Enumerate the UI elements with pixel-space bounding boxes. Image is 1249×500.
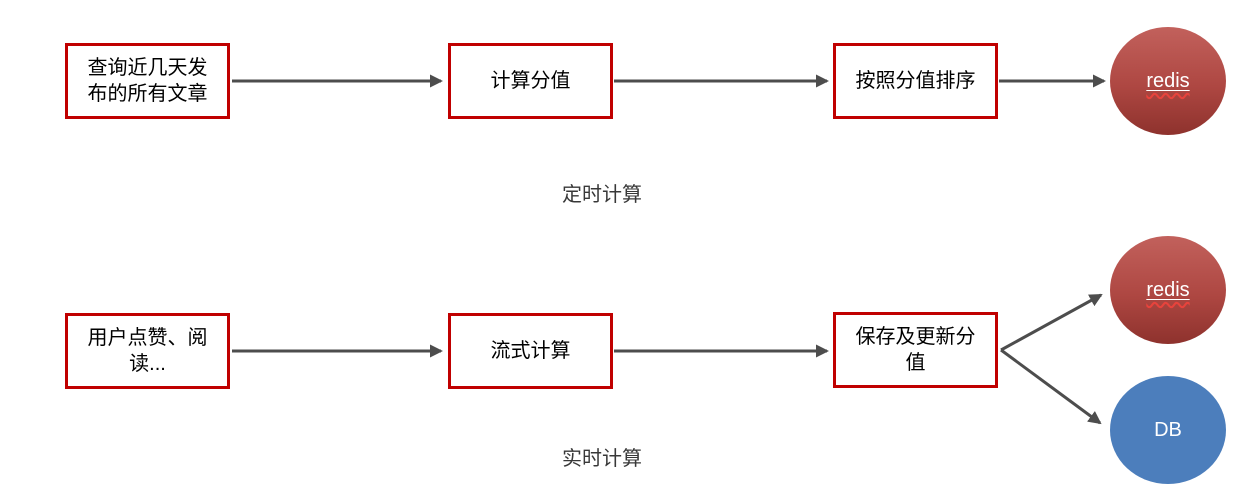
node-db: DB [1110, 376, 1226, 484]
node-redis-realtime: redis [1110, 236, 1226, 344]
node-query-articles-label: 查询近几天发 布的所有文章 [87, 57, 208, 105]
arrow-save-to-redis [1000, 293, 1103, 352]
node-user-actions: 用户点赞、阅 读... [65, 313, 230, 389]
node-redis-timed-label: redis [1146, 69, 1190, 92]
node-calc-score-label: 计算分值 [490, 70, 571, 92]
node-redis-timed: redis [1110, 27, 1226, 135]
node-calc-score: 计算分值 [448, 43, 613, 119]
arrow-save-to-db [1000, 348, 1102, 425]
node-save-update-score: 保存及更新分 值 [833, 312, 998, 388]
node-user-actions-label: 用户点赞、阅 读... [87, 327, 208, 375]
node-sort-by-score: 按照分值排序 [833, 43, 998, 119]
caption-realtime: 实时计算 [562, 448, 642, 470]
node-save-update-score-label: 保存及更新分 值 [855, 326, 976, 374]
node-redis-realtime-label: redis [1146, 278, 1190, 301]
node-stream-compute-label: 流式计算 [490, 340, 571, 362]
node-db-label: DB [1154, 418, 1182, 441]
node-stream-compute: 流式计算 [448, 313, 613, 389]
node-sort-by-score-label: 按照分值排序 [855, 70, 976, 92]
node-query-articles: 查询近几天发 布的所有文章 [65, 43, 230, 119]
caption-timed: 定时计算 [562, 184, 642, 206]
